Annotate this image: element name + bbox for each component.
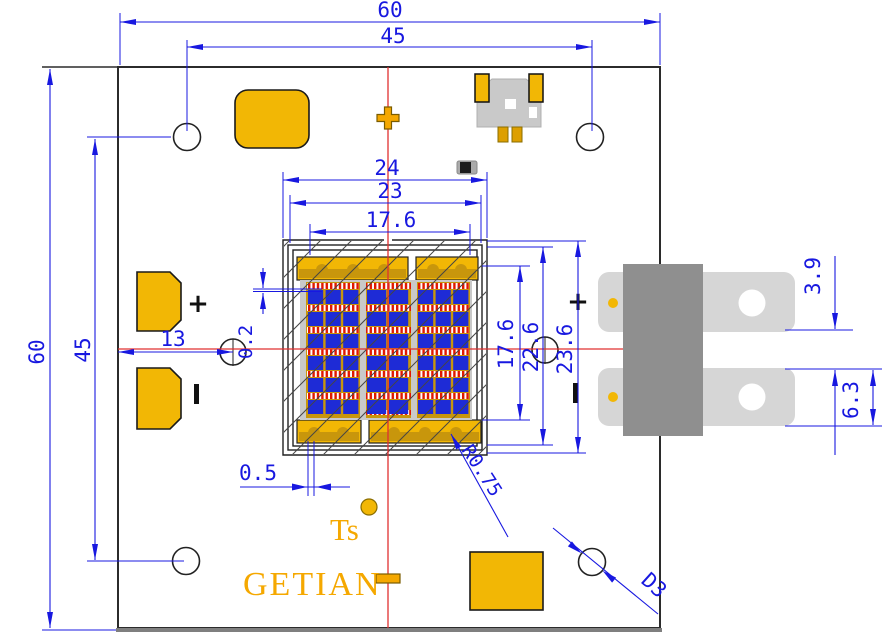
connector-tab-right bbox=[528, 73, 544, 103]
chip-grid-mid bbox=[367, 290, 411, 414]
hatch-lines bbox=[284, 241, 486, 454]
ts-label: Ts bbox=[330, 512, 359, 547]
dim-edge-gap: 0.2 bbox=[235, 325, 257, 359]
smd-chip bbox=[460, 162, 471, 173]
connector-socket bbox=[474, 73, 544, 143]
mounting-holes bbox=[171, 122, 607, 577]
hole-bottom-right bbox=[577, 547, 607, 577]
center-plus-marker bbox=[376, 106, 400, 130]
minus-mark-right bbox=[573, 383, 578, 403]
dim-tab-height: 6.3 bbox=[839, 381, 863, 419]
brand-logo: GETIAN bbox=[243, 566, 382, 603]
dim-led-emit-width: 17.6 bbox=[366, 208, 417, 232]
dim-board-height: 60 bbox=[25, 339, 49, 364]
terminal-block bbox=[623, 264, 703, 436]
terminal-dot-bottom bbox=[608, 392, 618, 402]
ts-sensor-dot bbox=[360, 498, 378, 516]
dim-hole-offset: 13 bbox=[160, 327, 185, 351]
dimension-lines bbox=[47, 18, 876, 628]
solder-pads-left: + bbox=[136, 271, 209, 430]
center-minus-marker bbox=[375, 573, 401, 584]
extension-lines bbox=[42, 13, 882, 631]
dim-board-width: 60 bbox=[377, 0, 402, 22]
dim-led-mid-width: 23 bbox=[377, 179, 402, 203]
dim-led-mid-height: 22.6 bbox=[519, 322, 543, 373]
terminal-hole-bottom bbox=[738, 383, 766, 411]
smd-component bbox=[456, 160, 478, 175]
dim-hole-span-left: 45 bbox=[71, 337, 95, 362]
led-chips bbox=[308, 290, 470, 414]
terminals bbox=[598, 264, 795, 436]
terminal-dot-top bbox=[608, 298, 618, 308]
dim-tab-gap: 3.9 bbox=[801, 257, 825, 295]
led-frame-inner bbox=[292, 249, 478, 447]
thermal-pad-top-left bbox=[234, 89, 310, 149]
dim-slot-gap: 0.5 bbox=[239, 461, 277, 485]
dim-led-emit-height: 17.6 bbox=[494, 319, 518, 370]
minus-mark-left bbox=[194, 384, 199, 404]
pad-bottom-right bbox=[469, 551, 544, 611]
dimensions: 60 45 60 45 24 23 17.6 17.6 22.6 23.6 13… bbox=[25, 0, 882, 631]
led-frame-outer bbox=[282, 239, 488, 456]
connector-tab-left bbox=[474, 73, 490, 103]
chip-grid-left bbox=[308, 290, 360, 414]
leader-arrowheads bbox=[292, 483, 617, 583]
connector-hole bbox=[505, 99, 516, 109]
dim-led-outer-height: 23.6 bbox=[553, 324, 577, 375]
silkscreen-markers: Ts GETIAN bbox=[243, 106, 401, 603]
led-frame-mid bbox=[287, 244, 483, 451]
dim-hole-span-top: 45 bbox=[380, 24, 405, 48]
dim-led-outer-width: 24 bbox=[374, 156, 399, 180]
pad-negative bbox=[136, 367, 182, 430]
plus-mark-left: + bbox=[187, 289, 209, 319]
connector-notch bbox=[529, 107, 537, 118]
connector-pin-left bbox=[497, 126, 509, 143]
pad-positive bbox=[136, 271, 182, 332]
connector-pin-right bbox=[511, 126, 523, 143]
terminal-hole-top bbox=[738, 289, 766, 317]
hole-top-right bbox=[575, 122, 605, 152]
